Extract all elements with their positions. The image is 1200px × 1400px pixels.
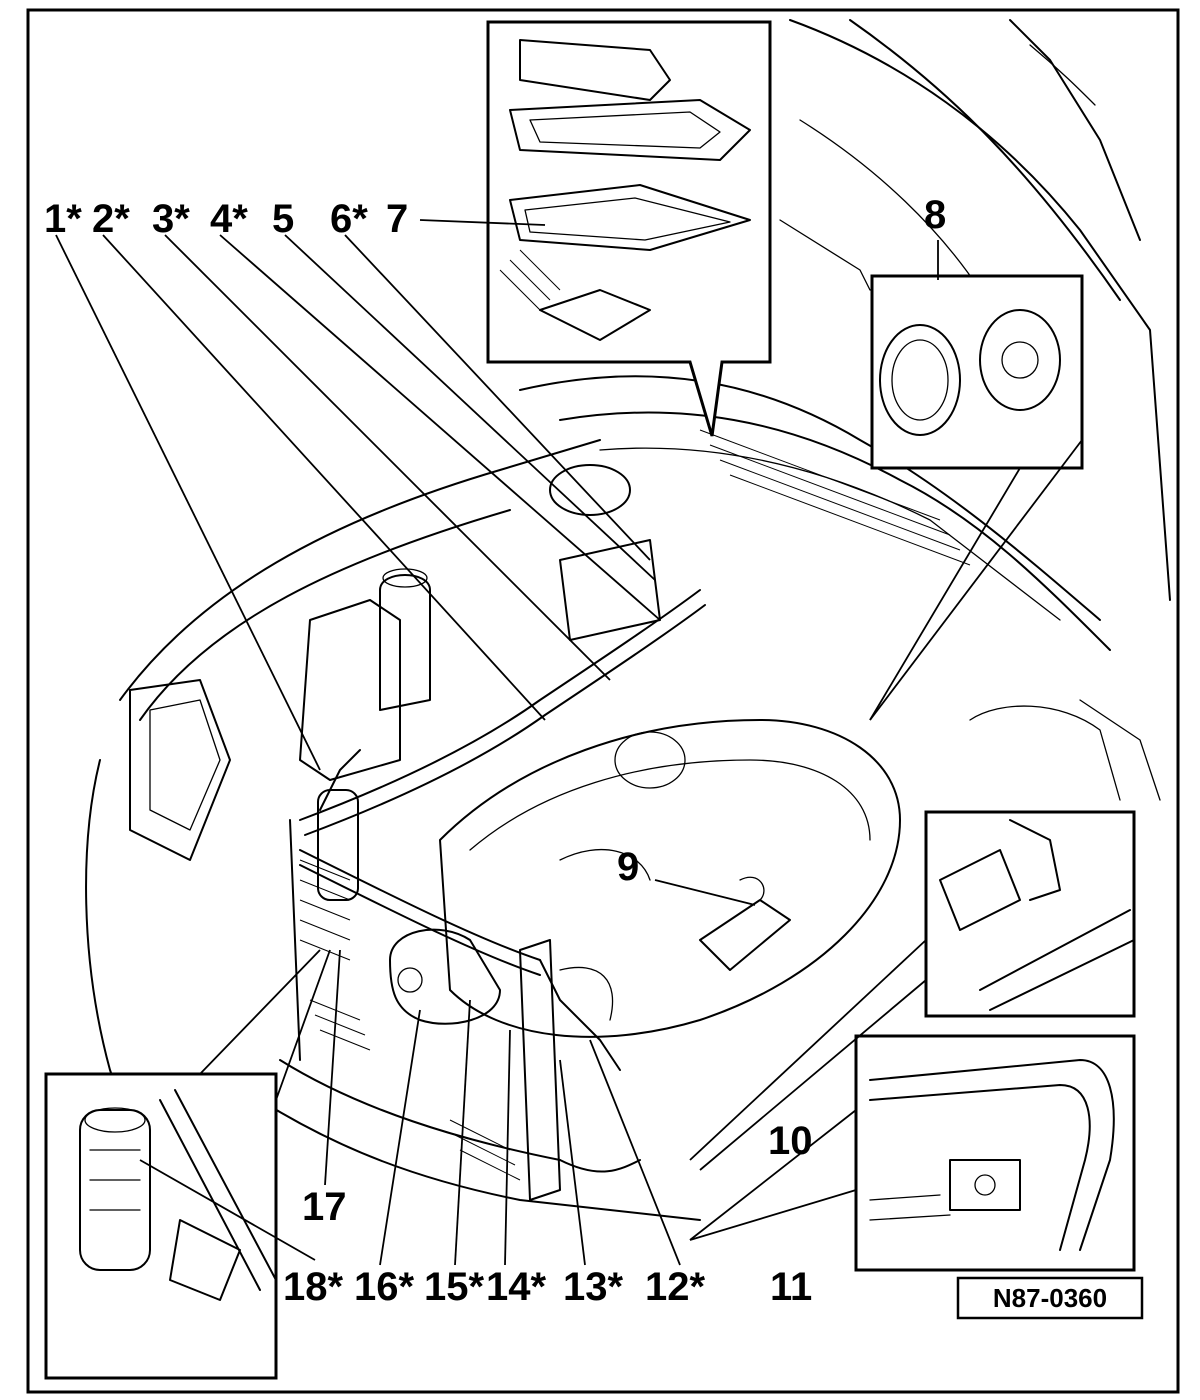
part-labels: 1* 2* 3* 4* 5 6* 7 8 9 10 11 12* 13* 14*… bbox=[44, 193, 946, 1309]
inset-clip bbox=[870, 274, 1084, 470]
label-11: 11 bbox=[770, 1265, 812, 1309]
label-1: 1* bbox=[44, 197, 82, 241]
label-9: 9 bbox=[617, 845, 639, 889]
figure-id-box: N87-0360 bbox=[956, 1276, 1144, 1320]
leader-lines bbox=[55, 219, 939, 1266]
label-2: 2* bbox=[92, 197, 130, 241]
inset-connector bbox=[924, 810, 1136, 1018]
inset-fitting bbox=[854, 1034, 1136, 1272]
label-12: 12* bbox=[645, 1265, 705, 1309]
label-10: 10 bbox=[768, 1119, 813, 1163]
vehicle-line-art bbox=[85, 19, 1171, 1241]
label-15: 15* bbox=[424, 1265, 484, 1309]
label-3: 3* bbox=[152, 197, 190, 241]
diagram-frame bbox=[26, 8, 1180, 1394]
label-5: 5 bbox=[272, 197, 294, 241]
label-6: 6* bbox=[330, 197, 368, 241]
label-7: 7 bbox=[386, 197, 408, 241]
label-16: 16* bbox=[354, 1265, 414, 1309]
inset-receiver bbox=[44, 1072, 278, 1380]
label-8: 8 bbox=[924, 193, 946, 237]
label-13: 13* bbox=[563, 1265, 623, 1309]
label-18: 18* bbox=[283, 1265, 343, 1309]
label-14: 14* bbox=[486, 1265, 546, 1309]
label-4: 4* bbox=[210, 197, 248, 241]
label-17: 17 bbox=[302, 1185, 347, 1229]
inset-callouts bbox=[199, 439, 1083, 1241]
inset-filter-housing bbox=[486, 20, 772, 437]
figure-id: N87-0360 bbox=[993, 1283, 1107, 1313]
